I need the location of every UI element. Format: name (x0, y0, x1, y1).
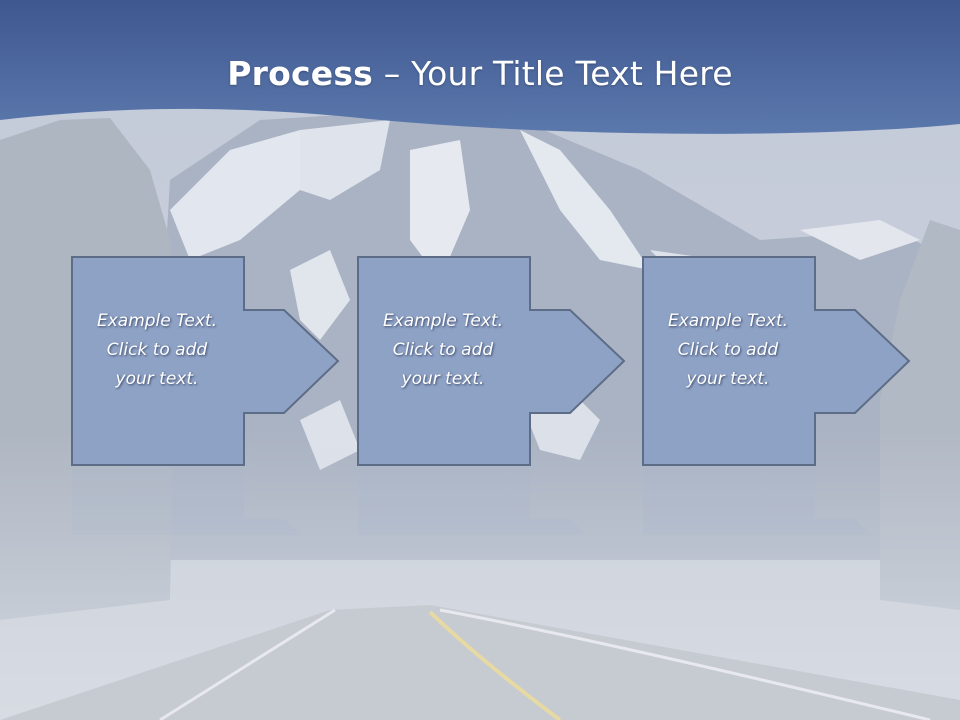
step-text-line-1: Example Text. (667, 311, 789, 331)
step-text-line-2: Click to add (106, 340, 208, 360)
step-text-line-3: your text. (686, 369, 770, 389)
step-text: Example Text. Click to add your text. (643, 307, 813, 394)
process-step-3[interactable]: Example Text. Click to add your text. (641, 255, 913, 535)
process-step-2[interactable]: Example Text. Click to add your text. (356, 255, 628, 535)
process-step-1[interactable]: Example Text. Click to add your text. (70, 255, 342, 535)
slide-title[interactable]: Process – Your Title Text Here (0, 50, 960, 98)
step-text-line-1: Example Text. (382, 311, 504, 331)
arrow-box-shape (642, 256, 911, 535)
step-text-line-3: your text. (115, 369, 199, 389)
title-rest-text: – Your Title Text Here (373, 54, 733, 93)
arrow-box-shape (357, 256, 626, 535)
step-text-line-2: Click to add (677, 340, 779, 360)
step-text: Example Text. Click to add your text. (358, 307, 528, 394)
step-text: Example Text. Click to add your text. (72, 307, 242, 394)
title-bold-text: Process (227, 54, 374, 93)
step-text-line-3: your text. (401, 369, 485, 389)
step-text-line-2: Click to add (392, 340, 494, 360)
arrow-box-shape (71, 256, 340, 535)
step-text-line-1: Example Text. (96, 311, 218, 331)
